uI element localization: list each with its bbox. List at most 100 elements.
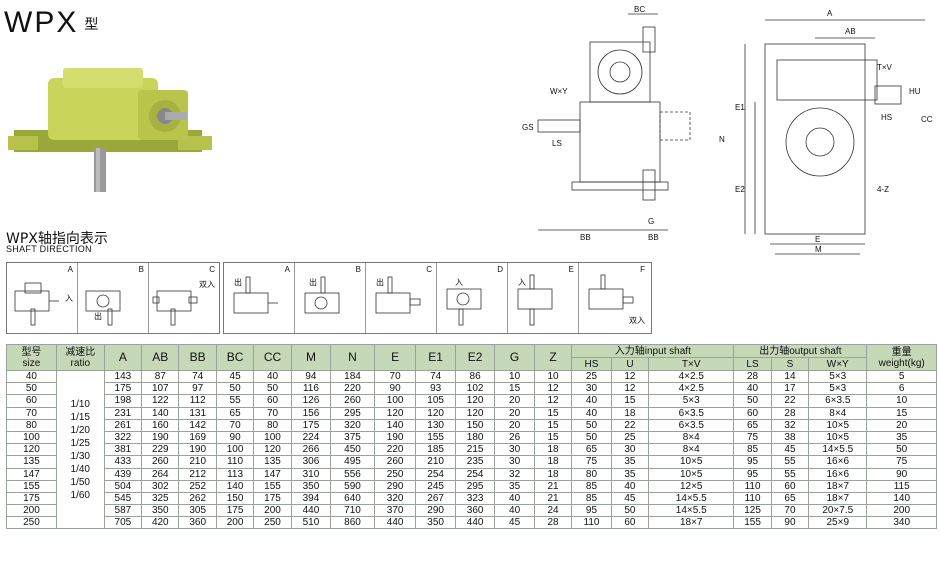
table-cell: 266 — [290, 443, 332, 457]
table-cell: 370 — [373, 504, 417, 518]
direction-letter: C — [426, 265, 432, 274]
table-cell: 290 — [373, 479, 417, 493]
table-cell: 75 — [733, 430, 772, 445]
table-cell: 590 — [330, 479, 375, 493]
table-cell: 10×5 — [648, 467, 735, 481]
table-cell: 150 — [215, 491, 255, 506]
direction-cell: D 入 — [437, 263, 508, 333]
table-cell: 184 — [330, 369, 375, 384]
table-cell: 290 — [415, 504, 456, 518]
table-cell: 28 — [733, 369, 772, 384]
direction-cell: C 出 — [366, 263, 437, 333]
table-cell: 10×5 — [648, 455, 735, 469]
table-cell: 156 — [290, 406, 332, 420]
table-cell: 35 — [610, 455, 650, 469]
label-4z: 4-Z — [877, 185, 889, 194]
table-cell: 267 — [415, 491, 456, 506]
label-ab: AB — [845, 27, 856, 36]
table-cell: 75 — [571, 455, 612, 469]
table-cell: 12×5 — [648, 479, 735, 493]
table-cell: 18×7 — [808, 479, 868, 493]
table-cell: 80 — [253, 418, 292, 432]
table-cell: 175 — [103, 382, 143, 396]
header-dim: AB — [141, 344, 180, 371]
ratio-value: 1/60 — [70, 489, 90, 501]
direction-group-1: A 入 B 出 C 双入 — [6, 262, 220, 334]
table-cell: 200 — [215, 516, 255, 530]
table-cell: 350 — [290, 479, 332, 493]
table-cell: 295 — [454, 479, 496, 493]
table-cell: 302 — [141, 479, 180, 493]
table-cell: 143 — [103, 369, 143, 384]
table-cell: 26 — [494, 430, 535, 445]
cell-size: 80 — [6, 418, 57, 432]
table-cell: 231 — [103, 406, 143, 420]
table-cell: 250 — [373, 467, 417, 481]
table-cell: 120 — [373, 406, 417, 420]
table-cell: 6×3.5 — [808, 394, 868, 408]
cell-size: 147 — [6, 467, 57, 481]
table-cell: 20 — [494, 418, 535, 432]
table-cell: 35 — [866, 430, 937, 445]
table-cell: 45 — [770, 443, 810, 457]
table-cell: 110 — [571, 516, 612, 530]
table-cell: 28 — [533, 516, 573, 530]
label-bb-left: BB — [580, 233, 591, 242]
table-cell: 22 — [770, 394, 810, 408]
table-cell: 4×2.5 — [648, 369, 735, 384]
table-cell: 261 — [103, 418, 143, 432]
table-cell: 126 — [290, 394, 332, 408]
header-dim: CC — [253, 344, 292, 371]
table-cell: 350 — [141, 504, 180, 518]
table-cell: 120 — [454, 406, 496, 420]
table-cell: 25 — [610, 430, 650, 445]
table-cell: 210 — [178, 455, 217, 469]
cell-size: 175 — [6, 491, 57, 506]
table-cell: 12 — [610, 382, 650, 396]
table-cell: 12 — [533, 382, 573, 396]
table-cell: 116 — [290, 382, 332, 396]
table-cell: 15 — [533, 406, 573, 420]
cell-size: 155 — [6, 479, 57, 493]
table-cell: 8×4 — [648, 430, 735, 445]
table-cell: 860 — [330, 516, 375, 530]
table-cell: 250 — [253, 516, 292, 530]
table-cell: 320 — [373, 491, 417, 506]
table-cell: 12 — [610, 369, 650, 384]
table-cell: 90 — [770, 516, 810, 530]
table-cell: 20 — [494, 394, 535, 408]
table-cell: 75 — [866, 455, 937, 469]
table-cell: 110 — [733, 479, 772, 493]
table-cell: 18 — [610, 406, 650, 420]
table-cell: 131 — [178, 406, 217, 420]
table-cell: 110 — [733, 491, 772, 506]
table-cell: 705 — [103, 516, 143, 530]
table-cell: 45 — [215, 369, 255, 384]
table-cell: 20 — [494, 406, 535, 420]
label-cc: CC — [921, 115, 933, 124]
table-cell: 135 — [253, 455, 292, 469]
header-dim: BB — [178, 344, 217, 371]
direction-out-label: 出 — [309, 278, 317, 287]
ratio-value: 1/25 — [70, 437, 90, 449]
table-cell: 50 — [253, 382, 292, 396]
table-cell: 90 — [866, 467, 937, 481]
table-cell: 140 — [141, 406, 180, 420]
table-cell: 185 — [415, 443, 456, 457]
table-cell: 15 — [533, 418, 573, 432]
table-cell: 220 — [330, 382, 375, 396]
table-cell: 105 — [415, 394, 456, 408]
table-cell: 70 — [373, 369, 417, 384]
table-cell: 440 — [373, 516, 417, 530]
table-cell: 15 — [533, 430, 573, 445]
table-cell: 40 — [571, 406, 612, 420]
direction-letter: A — [284, 265, 290, 274]
table-cell: 215 — [454, 443, 496, 457]
table-cell: 35 — [494, 479, 535, 493]
